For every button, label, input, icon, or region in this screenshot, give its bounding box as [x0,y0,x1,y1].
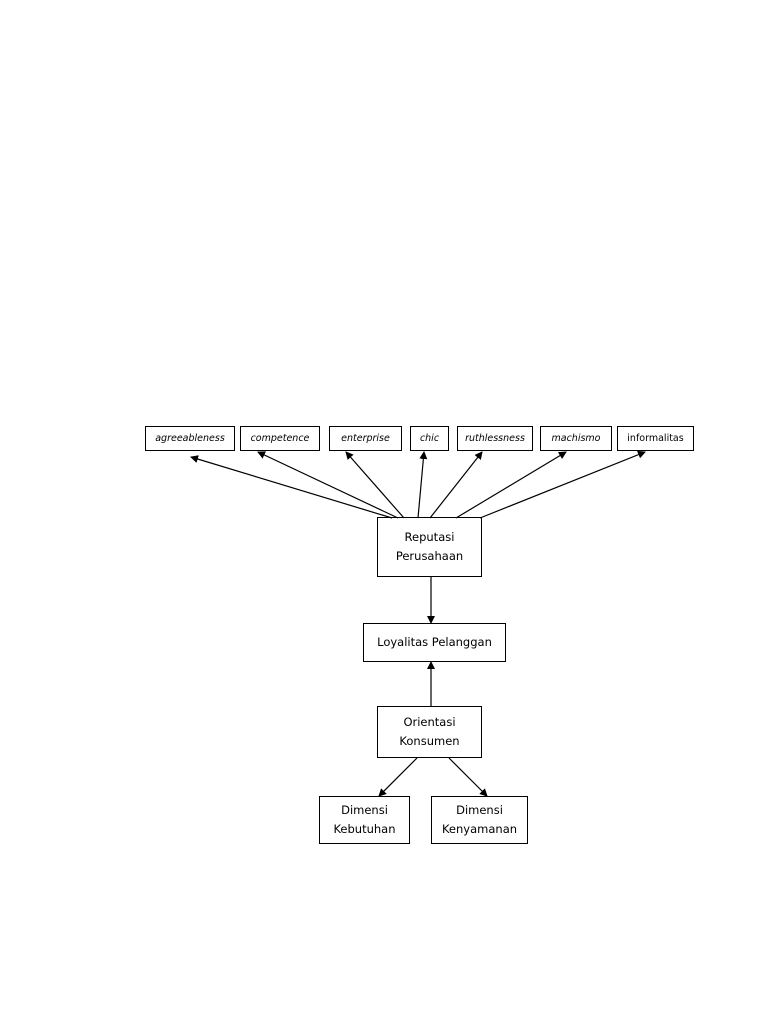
arrow-reputasi-to-ruthlessness [429,451,483,519]
node-machismo-label: machismo [551,433,601,444]
node-machismo: machismo [540,426,612,451]
node-informalitas: informalitas [617,426,694,451]
node-reputasi-perusahaan-label: Reputasi Perusahaan [395,530,464,563]
node-enterprise-label: enterprise [341,433,390,444]
node-reputasi-perusahaan: Reputasi Perusahaan [377,517,482,577]
node-agreeableness: agreeableness [145,426,235,451]
arrow-reputasi-to-informalitas [479,450,646,519]
arrow-reputasi-to-machismo [455,451,567,519]
node-orientasi-konsumen-label: Orientasi Konsumen [399,715,460,748]
node-competence: competence [240,426,320,451]
node-dimensi-kebutuhan-label: Dimensi Kebutuhan [333,803,396,836]
node-ruthlessness: ruthlessness [457,426,533,451]
node-dimensi-kebutuhan: Dimensi Kebutuhan [319,796,410,844]
arrow-reputasi-to-chic [417,451,428,519]
node-agreeableness-label: agreeableness [155,433,225,444]
node-competence-label: competence [250,433,310,444]
node-dimensi-kenyamanan: Dimensi Kenyamanan [431,796,528,844]
arrow-orientasi-to-kenyamanan [448,757,488,797]
arrow-reputasi-to-enterprise [345,451,405,519]
node-informalitas-label: informalitas [627,433,684,444]
node-chic-label: chic [419,433,440,444]
node-dimensi-kenyamanan-label: Dimensi Kenyamanan [441,803,518,836]
node-orientasi-konsumen: Orientasi Konsumen [377,706,482,758]
arrow-orientasi-to-kebutuhan [378,757,418,797]
node-enterprise: enterprise [329,426,402,451]
arrow-reputasi-to-competence [257,451,399,519]
node-ruthlessness-label: ruthlessness [465,433,525,444]
node-chic: chic [410,426,449,451]
node-loyalitas-pelanggan-label: Loyalitas Pelanggan [377,635,492,649]
arrow-reputasi-to-agreeableness [190,455,393,519]
node-loyalitas-pelanggan: Loyalitas Pelanggan [363,623,506,662]
